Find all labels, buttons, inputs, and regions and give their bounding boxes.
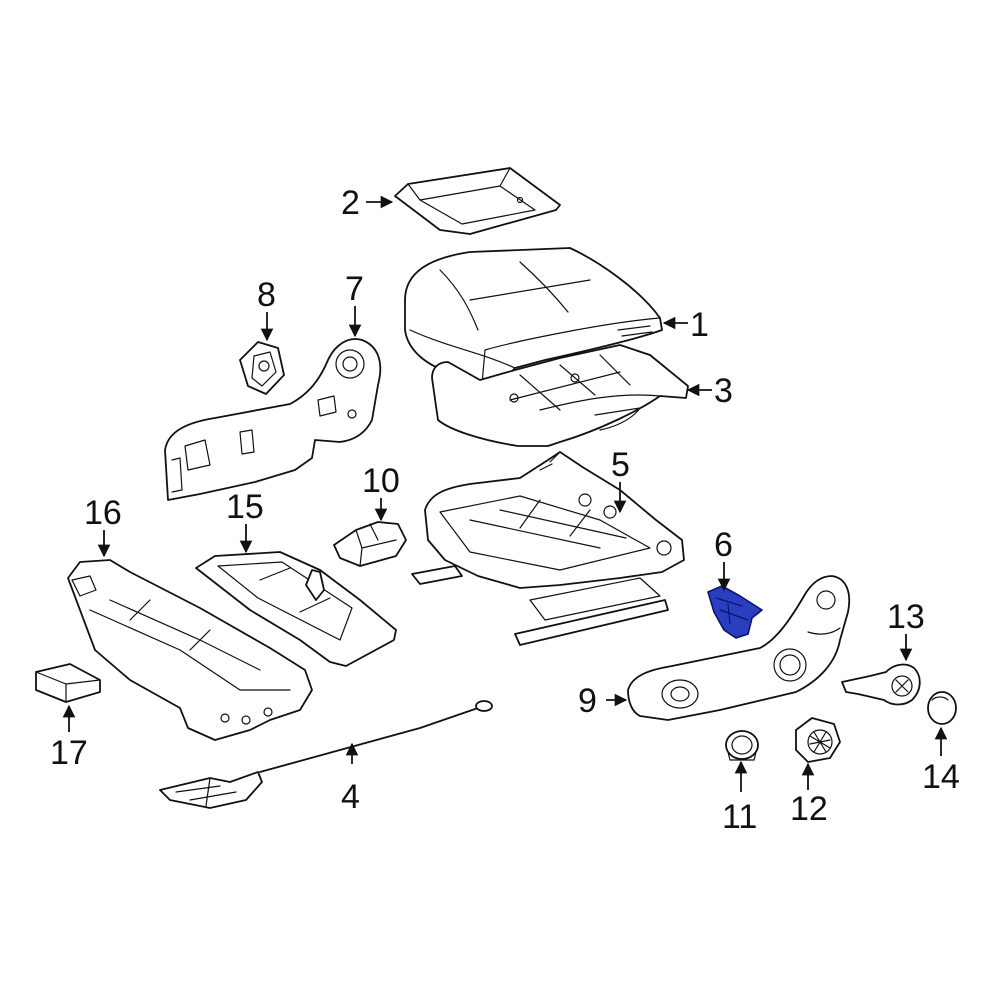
callout-14: 14 <box>922 758 960 796</box>
callout-15: 15 <box>226 488 264 526</box>
callout-11: 11 <box>722 798 757 836</box>
part-15-storage-tray[interactable] <box>195 551 397 667</box>
part-11-knob[interactable] <box>725 730 759 761</box>
part-6-highlighted-cover[interactable] <box>707 585 763 639</box>
callout-4: 4 <box>341 778 360 816</box>
part-4-cable[interactable] <box>159 700 493 809</box>
callout-7: 7 <box>345 270 364 308</box>
part-14-cap[interactable] <box>927 691 957 725</box>
callout-6: 6 <box>714 526 733 564</box>
part-1-cushion-cover[interactable] <box>404 247 663 387</box>
part-17-block[interactable] <box>35 663 101 703</box>
callout-13: 13 <box>887 598 925 636</box>
callout-5: 5 <box>611 446 630 484</box>
part-3-cushion-pad[interactable] <box>431 344 689 447</box>
part-16-base-frame[interactable] <box>67 559 313 741</box>
callout-8: 8 <box>257 276 276 314</box>
part-10-clip[interactable] <box>333 521 407 567</box>
callout-12: 12 <box>790 790 828 828</box>
leader-lines <box>62 195 948 792</box>
callout-3: 3 <box>714 372 733 410</box>
callout-10: 10 <box>362 462 400 500</box>
callout-labels: 1 2 3 4 5 6 7 8 9 10 11 12 13 14 15 16 1… <box>50 184 960 836</box>
callout-17: 17 <box>50 734 88 772</box>
callout-1: 1 <box>690 306 709 344</box>
part-12-switch-knob[interactable] <box>795 717 841 763</box>
part-13-handle[interactable] <box>841 663 921 706</box>
callout-16: 16 <box>84 494 122 532</box>
part-2-heater-pad[interactable] <box>394 167 561 235</box>
callout-9: 9 <box>578 682 597 720</box>
part-7-side-trim[interactable] <box>164 338 382 501</box>
part-8-bracket[interactable] <box>239 341 285 395</box>
callout-2: 2 <box>341 184 360 222</box>
part-9-side-shield[interactable] <box>627 575 851 721</box>
part-5-seat-frame[interactable] <box>411 451 685 646</box>
